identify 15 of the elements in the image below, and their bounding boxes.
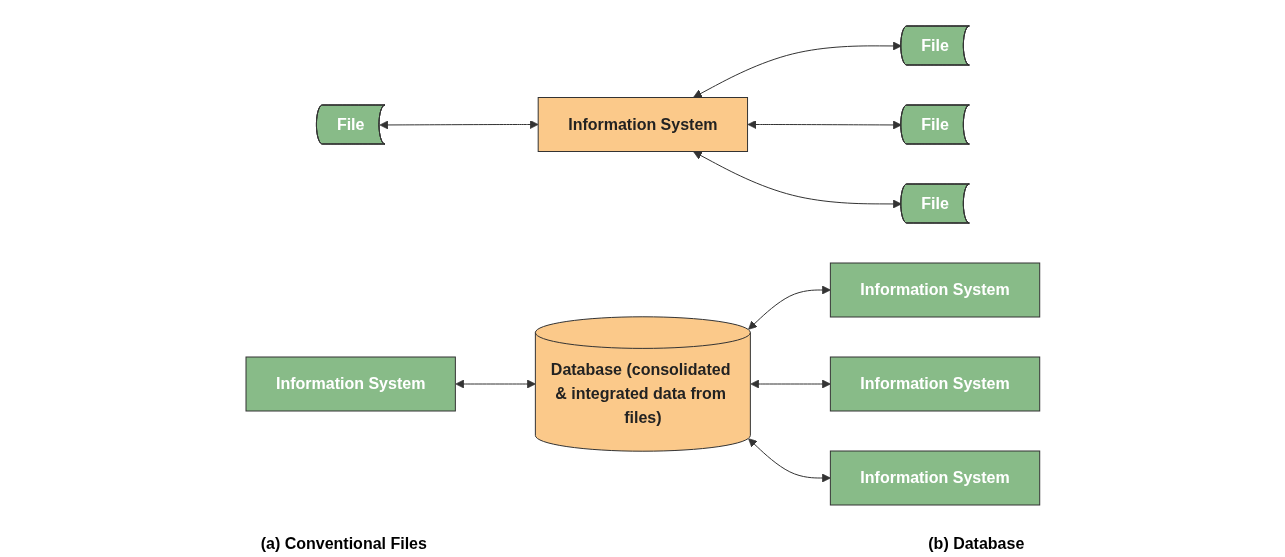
node-box: Information System <box>829 450 1040 506</box>
arrow <box>379 120 539 130</box>
arrow <box>750 379 831 389</box>
panel-caption: (a) Conventional Files <box>260 535 427 553</box>
node-box: Information System <box>829 356 1040 412</box>
arrow <box>692 41 902 98</box>
arrow <box>747 285 831 330</box>
node-box: Information System <box>537 97 748 152</box>
panel-caption: (b) Database <box>928 535 1025 553</box>
arrow <box>747 438 831 483</box>
arrow <box>692 151 902 209</box>
arrow <box>747 120 902 130</box>
node-box: Information System <box>829 262 1040 318</box>
node-box: Information System <box>245 356 456 412</box>
arrow <box>455 379 536 389</box>
